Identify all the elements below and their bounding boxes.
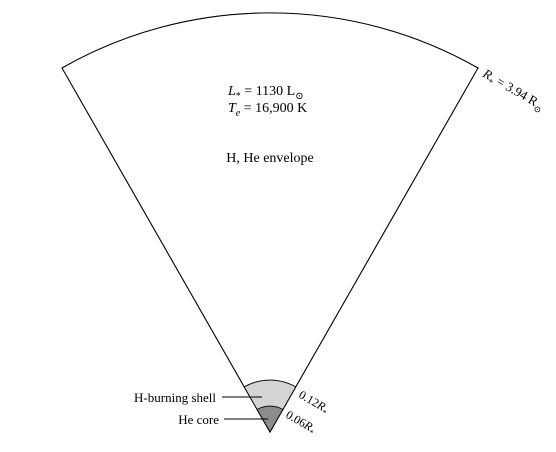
envelope-label: H, He envelope <box>226 151 313 166</box>
helium-core-region <box>256 405 284 433</box>
envelope-wedge <box>61 12 479 434</box>
luminosity-label: L* = 1130 L⊙ <box>227 84 304 102</box>
shell-label: H-burning shell <box>134 390 216 405</box>
core-label: He core <box>178 412 219 427</box>
stellar-radius-label: R* = 3.94 R⊙ <box>478 65 547 115</box>
core-radius-label: 0.06R* <box>283 407 319 437</box>
temperature-label: Te = 16,900 K <box>228 101 307 119</box>
